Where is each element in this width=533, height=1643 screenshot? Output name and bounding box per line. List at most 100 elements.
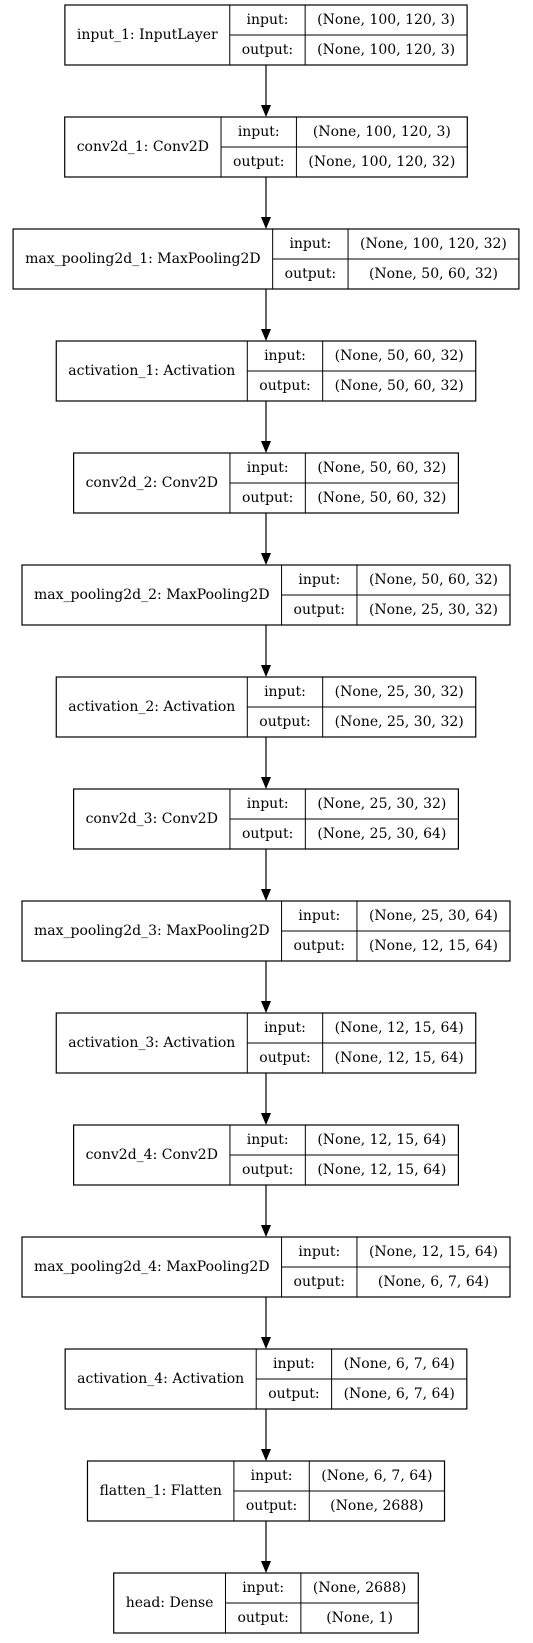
- output-port-label: output:: [294, 602, 345, 618]
- layer-node: max_pooling2d_3: MaxPooling2Dinput:outpu…: [21, 900, 511, 962]
- layer-node: activation_1: Activation input: output: (No…: [55, 340, 477, 402]
- input-shape: (None, 100, 120, 3): [317, 12, 455, 28]
- arrow-head-icon: [261, 1113, 271, 1125]
- arrow-head-icon: [261, 1561, 271, 1573]
- output-port-label: output:: [285, 266, 336, 282]
- layer-name: flatten_1: Flatten: [99, 1483, 221, 1499]
- output-shape: (None, 100, 120, 32): [308, 154, 455, 170]
- layer-node: max_pooling2d_1: MaxPooling2D input: outpu…: [12, 228, 520, 290]
- output-port-label: output:: [259, 714, 310, 730]
- output-port-label: output:: [242, 1162, 293, 1178]
- layer-name: head: Dense: [126, 1595, 214, 1611]
- layer-name: activation_4: Activation: [77, 1371, 244, 1387]
- output-port-label: output:: [268, 1386, 319, 1402]
- input-port-label: input:: [264, 348, 306, 364]
- edge-arrow: [261, 737, 271, 789]
- layer-name: max_pooling2d_2: MaxPooling2D: [34, 587, 270, 603]
- edge-arrow: [261, 625, 271, 677]
- output-port-label: output:: [259, 1050, 310, 1066]
- output-port-label: output:: [242, 42, 293, 58]
- output-shape: (None, 25, 30, 32): [369, 602, 498, 618]
- input-shape: (None, 6, 7, 64): [344, 1356, 455, 1372]
- diagram-edges: [261, 65, 271, 1573]
- output-port-label: output:: [242, 826, 293, 842]
- arrow-head-icon: [261, 1225, 271, 1237]
- layer-name: activation_2: Activation: [68, 699, 235, 715]
- output-port-label: output:: [294, 1274, 345, 1290]
- output-shape: (None, 12, 15, 64): [369, 938, 498, 954]
- output-shape: (None, 1): [326, 1610, 393, 1626]
- input-port-label: input:: [247, 12, 289, 28]
- arrow-head-icon: [261, 217, 271, 229]
- layer-node: activation_2: Activation input: output: (No…: [55, 676, 477, 738]
- output-port-label: output:: [259, 378, 310, 394]
- output-port-label: output:: [233, 154, 284, 170]
- output-shape: (None, 25, 30, 64): [317, 826, 446, 842]
- arrow-head-icon: [261, 1001, 271, 1013]
- input-port-label: input:: [273, 1356, 315, 1372]
- layer-name: conv2d_2: Conv2D: [86, 475, 218, 491]
- input-shape: (None, 6, 7, 64): [321, 1468, 432, 1484]
- arrow-head-icon: [261, 105, 271, 117]
- input-port-label: input:: [264, 684, 306, 700]
- layer-name: activation_3: Activation: [68, 1035, 235, 1051]
- input-shape: (None, 100, 120, 3): [313, 124, 451, 140]
- edge-arrow: [261, 1521, 271, 1573]
- layer-name: conv2d_3: Conv2D: [86, 811, 218, 827]
- input-port-label: input:: [298, 572, 340, 588]
- output-port-label: output:: [246, 1498, 297, 1514]
- output-port-label: output:: [242, 490, 293, 506]
- output-shape: (None, 6, 7, 64): [344, 1386, 455, 1402]
- edge-arrow: [261, 401, 271, 453]
- input-shape: (None, 12, 15, 64): [317, 1132, 446, 1148]
- edge-arrow: [261, 849, 271, 901]
- edge-arrow: [261, 289, 271, 341]
- input-shape: (None, 12, 15, 64): [369, 1244, 498, 1260]
- layer-name: max_pooling2d_3: MaxPooling2D: [34, 923, 270, 939]
- input-shape: (None, 50, 60, 32): [335, 348, 464, 364]
- arrow-head-icon: [261, 553, 271, 565]
- arrow-head-icon: [261, 1449, 271, 1461]
- layer-name: max_pooling2d_1: MaxPooling2D: [25, 251, 261, 267]
- arrow-head-icon: [261, 889, 271, 901]
- input-port-label: input:: [298, 1244, 340, 1260]
- edge-arrow: [261, 65, 271, 117]
- output-shape: (None, 25, 30, 32): [335, 714, 464, 730]
- output-shape: (None, 12, 15, 64): [317, 1162, 446, 1178]
- layer-name: max_pooling2d_4: MaxPooling2D: [34, 1259, 270, 1275]
- arrow-head-icon: [261, 329, 271, 341]
- arrow-head-icon: [261, 1337, 271, 1349]
- layer-name: activation_1: Activation: [68, 363, 235, 379]
- input-port-label: input:: [264, 1020, 306, 1036]
- output-shape: (None, 50, 60, 32): [335, 378, 464, 394]
- input-shape: (None, 100, 120, 32): [360, 236, 507, 252]
- edge-arrow: [261, 1185, 271, 1237]
- output-shape: (None, 50, 60, 32): [317, 490, 446, 506]
- layer-node: max_pooling2d_2: MaxPooling2D input: outpu…: [21, 564, 511, 626]
- input-port-label: input:: [242, 1580, 284, 1596]
- input-shape: (None, 12, 15, 64): [335, 1020, 464, 1036]
- edge-arrow: [261, 177, 271, 229]
- edge-arrow: [261, 1073, 271, 1125]
- output-port-label: output:: [294, 938, 345, 954]
- output-shape: (None, 100, 120, 3): [317, 42, 455, 58]
- edge-arrow: [261, 1297, 271, 1349]
- input-port-label: input:: [289, 236, 331, 252]
- layer-node: max_pooling2d_4: MaxPooling2D input: outpu…: [21, 1236, 511, 1298]
- layer-node: activation_4: Activation input: output: (No…: [64, 1348, 468, 1410]
- arrow-head-icon: [261, 441, 271, 453]
- layer-node: flatten_1: Flatten input: output: (None, 6,…: [86, 1460, 446, 1522]
- input-port-label: input:: [251, 1468, 293, 1484]
- input-port-label: input:: [247, 796, 289, 812]
- input-shape: (None, 50, 60, 32): [369, 572, 498, 588]
- input-shape: (None, 25, 30, 32): [317, 796, 446, 812]
- edge-arrow: [261, 961, 271, 1013]
- edge-arrow: [261, 1409, 271, 1461]
- input-port-label: input:: [247, 1132, 289, 1148]
- output-shape: (None, 6, 7, 64): [378, 1274, 489, 1290]
- input-shape: (None, 25, 30, 32): [335, 684, 464, 700]
